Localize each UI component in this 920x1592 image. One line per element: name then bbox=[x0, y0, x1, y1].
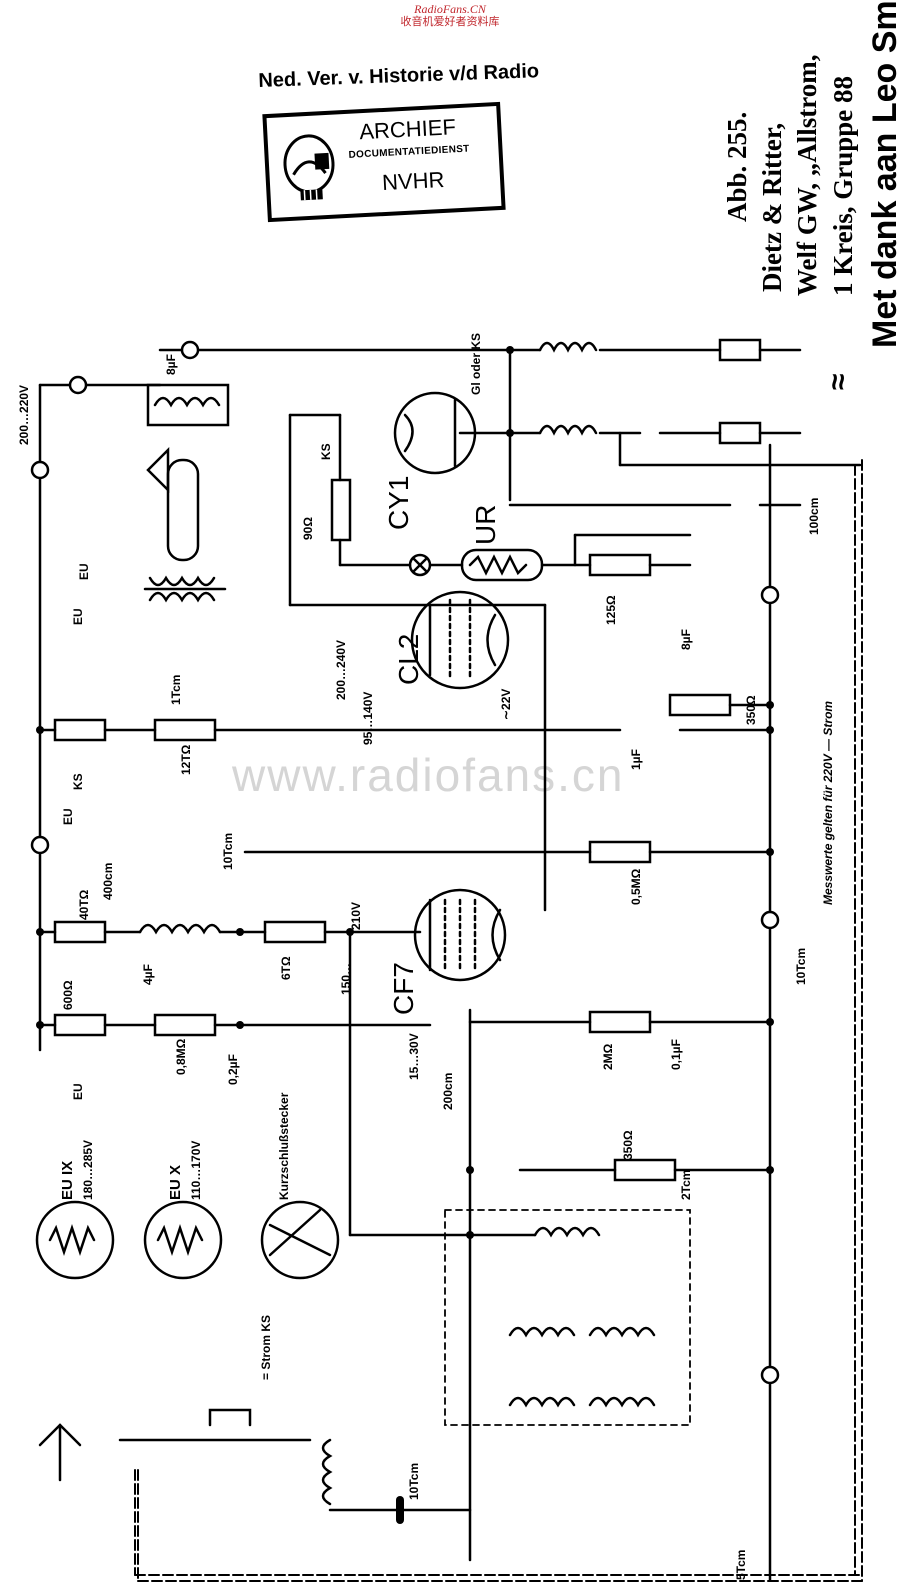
label-messwerte: Messwerte gelten für 220V — Strom bbox=[821, 701, 835, 905]
label-r6t: 6TΩ bbox=[279, 956, 293, 980]
label-r90: 90Ω bbox=[301, 517, 315, 540]
label-c02uf: 0,2µF bbox=[226, 1054, 240, 1085]
label-c1tcm: 1Tcm bbox=[169, 675, 183, 705]
label-c2tcm: 2Tcm bbox=[679, 1170, 693, 1200]
label-eu4: EU bbox=[71, 1083, 85, 1100]
label-supply: 200…220V bbox=[17, 385, 31, 445]
center-watermark: www.radiofans.cn bbox=[232, 749, 625, 801]
label-c400: 400cm bbox=[101, 863, 115, 900]
label-r05m: 0,5MΩ bbox=[629, 868, 643, 905]
tube-label-ur: UR bbox=[470, 505, 501, 545]
label-r600: 600Ω bbox=[61, 980, 75, 1010]
label-r350: 350Ω bbox=[744, 695, 758, 725]
site-name: RadioFans.CN bbox=[414, 2, 486, 16]
label-c10tcm1: 10Tcm bbox=[221, 833, 235, 870]
label-ks2: KS bbox=[71, 773, 85, 790]
label-eu10-range: 110…170V bbox=[189, 1141, 203, 1200]
site-subtitle: 收音机爱好者资料库 bbox=[400, 16, 500, 29]
label-r125: 125Ω bbox=[604, 595, 618, 625]
label-ks-top: KS bbox=[319, 443, 333, 460]
label-c100cm: 100cm bbox=[807, 498, 821, 535]
label-kurz: Kurzschlußstecker bbox=[277, 1092, 291, 1200]
label-v15-30: 15…30V bbox=[407, 1033, 421, 1080]
label-eu1: EU bbox=[77, 563, 91, 580]
label-c01uf: 0,1µF bbox=[669, 1039, 683, 1070]
label-eu3: EU bbox=[61, 808, 75, 825]
label-c5tcm: 5Tcm bbox=[734, 1550, 748, 1580]
label-r2m: 2MΩ bbox=[601, 1043, 615, 1070]
label-ac-mark: ≈ bbox=[822, 374, 855, 390]
label-strom-ks: = Strom KS bbox=[259, 1315, 273, 1380]
label-eu2: EU bbox=[71, 608, 85, 625]
label-v22: ∼22V bbox=[499, 689, 513, 720]
label-eu9: EU IX bbox=[59, 1161, 76, 1200]
label-c10tcm2: 10Tcm bbox=[794, 948, 808, 985]
label-c1uf: 1µF bbox=[629, 749, 643, 770]
label-v210: 210V bbox=[349, 902, 363, 930]
label-r40t: 40TΩ bbox=[77, 889, 91, 920]
label-r08m: 0,8MΩ bbox=[174, 1038, 188, 1075]
label-eu10: EU X bbox=[167, 1165, 184, 1200]
label-c8uf2: 8µF bbox=[679, 629, 693, 650]
site-watermark: RadioFans.CN 收音机爱好者资料库 bbox=[370, 2, 530, 30]
tube-label-cy1: CY1 bbox=[383, 476, 414, 530]
label-r350b: 350Ω bbox=[621, 1130, 635, 1160]
label-cap8uf: 8µF bbox=[164, 354, 178, 375]
label-gl-ks: Gl oder KS bbox=[469, 333, 483, 395]
label-r12t: 12TΩ bbox=[179, 744, 193, 775]
label-c10tcm3: 10Tcm bbox=[407, 1463, 421, 1500]
label-v150: 150… bbox=[339, 963, 353, 995]
archive-stamp: ARCHIEF DOCUMENTATIEDIENST NVHR bbox=[262, 101, 506, 223]
label-c200cm: 200cm bbox=[441, 1073, 455, 1110]
radio-tube-logo-icon bbox=[283, 134, 335, 201]
tube-label-cf7: CF7 bbox=[388, 962, 419, 1015]
label-v200-240: 200…240V bbox=[334, 640, 348, 700]
label-v95-140: 95…140V bbox=[361, 692, 375, 745]
label-eu9-range: 180…285V bbox=[81, 1140, 95, 1200]
tube-label-cl2: CL2 bbox=[393, 634, 424, 685]
label-c4uf: 4µF bbox=[141, 964, 155, 985]
